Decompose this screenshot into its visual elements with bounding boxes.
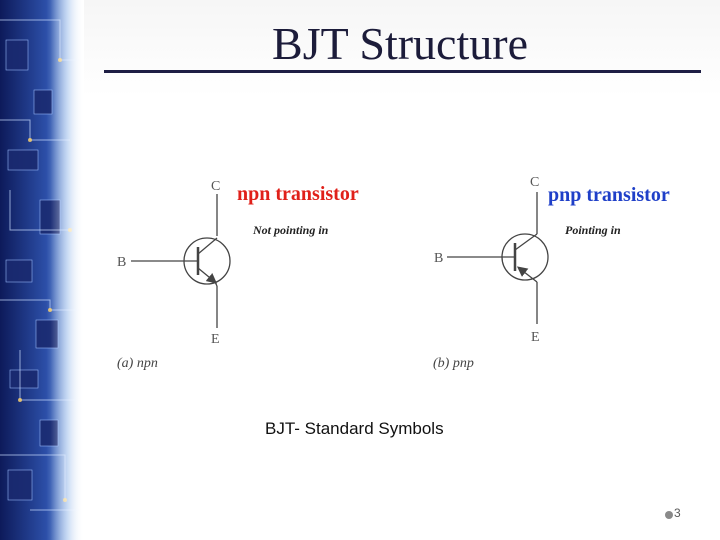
npn-sublabel: (a) npn xyxy=(117,356,158,371)
pnp-sublabel: (b) pnp xyxy=(433,356,474,371)
slide-title: BJT Structure xyxy=(272,18,528,69)
npn-transistor-symbol: C B E npn transistor Not pointing in (a)… xyxy=(117,179,359,371)
npn-collector-diagonal xyxy=(197,237,218,255)
bjt-symbols-diagram: C B E npn transistor Not pointing in (a)… xyxy=(117,175,670,371)
page-number-bullet xyxy=(665,511,673,519)
npn-terminal-e: E xyxy=(211,332,220,347)
page-number: 3 xyxy=(674,506,681,520)
npn-note: Not pointing in xyxy=(252,223,329,237)
figure-caption: BJT- Standard Symbols xyxy=(265,419,444,438)
npn-emitter-arrow-out xyxy=(197,267,218,284)
pnp-terminal-e: E xyxy=(531,330,540,345)
pnp-transistor-symbol: C B E pnp transistor Pointing in (b) pnp xyxy=(433,175,670,371)
decorative-circuit-board-strip xyxy=(0,0,84,540)
pnp-emitter-arrow-in xyxy=(516,266,538,283)
npn-emitter-joint xyxy=(214,281,218,287)
npn-terminal-b: B xyxy=(117,255,126,270)
title-underline xyxy=(104,70,701,73)
pnp-note: Pointing in xyxy=(565,223,621,237)
npn-terminal-c: C xyxy=(211,179,220,194)
npn-heading: npn transistor xyxy=(237,183,359,205)
pnp-collector-diagonal xyxy=(514,233,538,251)
pnp-heading: pnp transistor xyxy=(548,184,670,206)
circuit-board-image xyxy=(0,0,84,540)
pnp-terminal-c: C xyxy=(530,175,539,190)
bjt-symbols-figure: C B E npn transistor Not pointing in (a)… xyxy=(87,170,718,376)
pnp-terminal-b: B xyxy=(434,251,443,266)
